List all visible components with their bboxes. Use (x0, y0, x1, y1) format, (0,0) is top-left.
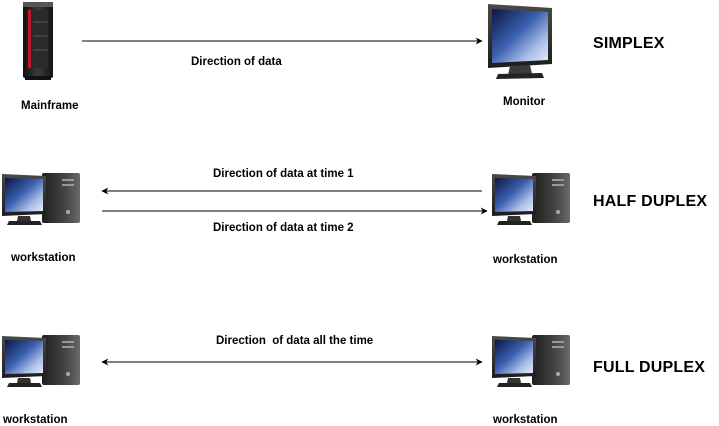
half-duplex-time2-label: Direction of data at time 2 (213, 222, 354, 234)
half-duplex-time1-label: Direction of data at time 1 (213, 168, 354, 180)
full-duplex-left-label: workstation (3, 414, 68, 426)
workstation-icon (0, 170, 82, 226)
workstation-icon (490, 170, 572, 226)
mainframe-icon (20, 0, 56, 82)
monitor-icon (484, 2, 556, 80)
full-duplex-right-label: workstation (493, 414, 558, 426)
simplex-mode-label: SIMPLEX (593, 35, 665, 52)
half-duplex-right-label: workstation (493, 254, 558, 266)
full-duplex-mode-label: FULL DUPLEX (593, 359, 706, 376)
monitor-label: Monitor (503, 96, 546, 108)
mainframe-label: Mainframe (21, 100, 79, 112)
half-duplex-mode-label: HALF DUPLEX (593, 193, 708, 210)
half-duplex-left-label: workstation (11, 252, 76, 264)
workstation-icon (490, 332, 572, 388)
workstation-icon (0, 332, 82, 388)
full-duplex-direction-label: Direction of data all the time (216, 335, 374, 347)
simplex-direction-label: Direction of data (191, 56, 282, 68)
